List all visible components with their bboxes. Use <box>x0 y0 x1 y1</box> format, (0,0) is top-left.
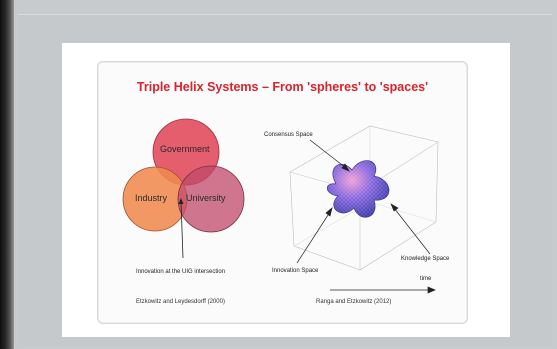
university-label: University <box>186 193 226 203</box>
innovation-caption: Innovation at the UIG intersection <box>136 269 226 275</box>
university-circle <box>177 165 245 233</box>
space-pointers <box>296 139 436 294</box>
venn-citation: Etzkowitz and Leydesdorff (2000) <box>136 299 225 305</box>
industry-label: Industry <box>135 193 168 203</box>
left-edge-strip <box>0 0 14 349</box>
intersection-pointer <box>180 201 184 259</box>
consensus-space-label: Consensus Space <box>264 132 313 138</box>
slide-graphics <box>122 118 439 294</box>
slide-title: Triple Helix Systems – From 'spheres' to… <box>136 80 429 94</box>
venn-diagram <box>122 118 245 259</box>
space-citation: Ranga and Etzkowitz (2012) <box>316 299 392 305</box>
helix-shape <box>326 160 390 218</box>
time-label: time <box>420 276 432 282</box>
innovation-space-label: Innovation Space <box>272 268 319 274</box>
pointer-arrowhead <box>178 198 184 204</box>
government-label: Government <box>160 144 210 154</box>
slide: Triple Helix Systems – From 'spheres' to… <box>97 61 468 324</box>
knowledge-space-label: Knowledge Space <box>401 256 450 262</box>
